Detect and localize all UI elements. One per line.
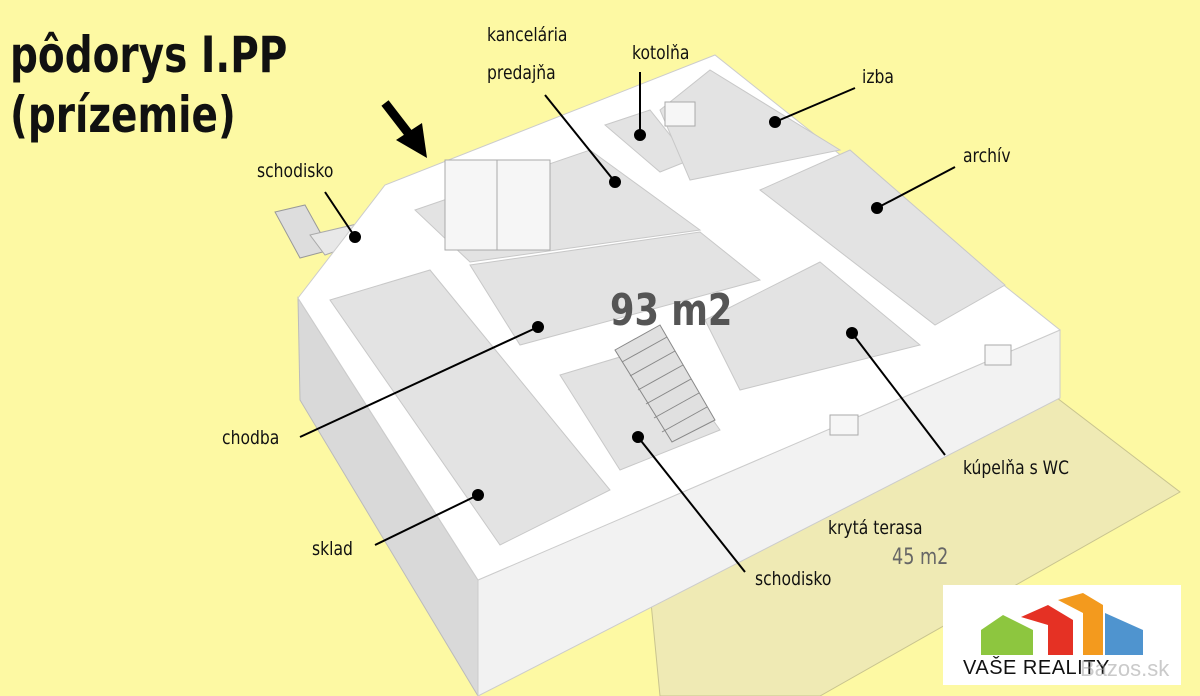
internal-stairs <box>614 324 716 443</box>
label-schodisko-bottom: schodisko <box>755 568 832 590</box>
label-predajna: predajňa <box>487 62 556 84</box>
label-archiv: archív <box>963 145 1011 167</box>
vase-reality-logo: VAŠE REALITY <box>943 585 1181 685</box>
title-line-1: pôdorys I.PP <box>10 26 288 84</box>
title-line-2: (prízemie) <box>10 86 236 144</box>
label-terasa-area: 45 m2 <box>892 545 949 570</box>
watermark: Bazos.sk <box>1080 656 1170 681</box>
logo-text: VAŠE REALITY <box>963 657 1110 679</box>
label-sklad: sklad <box>312 538 353 560</box>
total-area: 93 m2 <box>610 285 733 336</box>
label-kupelna: kúpelňa s WC <box>963 457 1069 479</box>
label-izba: izba <box>862 66 894 88</box>
label-kotolna: kotolňa <box>632 42 690 64</box>
label-kancelaria: kancelária <box>487 24 568 46</box>
leader-lines <box>299 72 956 573</box>
room-sklad <box>329 269 611 546</box>
room-kupelna <box>704 261 922 391</box>
label-terasa: krytá terasa <box>828 517 923 539</box>
label-chodba: chodba <box>222 427 280 449</box>
room-izba <box>659 69 842 181</box>
room-archiv <box>759 149 1006 326</box>
entrance-arrow-icon <box>381 100 427 158</box>
label-schodisko-top: schodisko <box>257 160 334 182</box>
room-chodba <box>469 231 762 346</box>
